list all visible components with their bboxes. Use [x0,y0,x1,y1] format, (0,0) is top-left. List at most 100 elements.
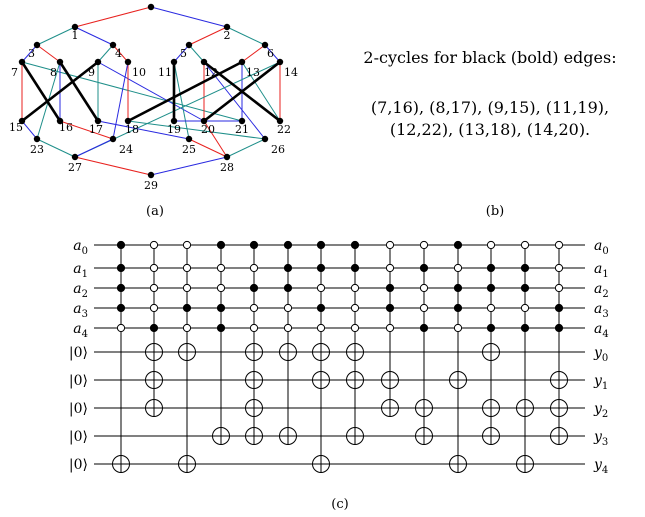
control-filled-11-1 [486,263,496,273]
node-label-18: 18 [125,123,139,136]
node-11 [170,58,178,66]
node-label-6: 6 [267,47,274,60]
node-label-29: 29 [144,179,158,192]
node-21 [238,117,246,125]
control-hollow-6-2 [316,283,326,293]
node-label-7: 7 [11,66,18,79]
control-hollow-2-1 [182,263,192,273]
edge-5-11 [173,44,190,63]
control-filled-10-0 [453,240,463,250]
control-filled-1-4 [149,323,159,333]
node-6 [261,41,269,49]
control-filled-8-3 [385,303,395,313]
control-filled-13-4 [554,323,564,333]
node-19 [170,117,178,125]
control-hollow-11-0 [486,240,496,250]
control-filled-13-3 [554,303,564,313]
node-label-19: 19 [167,123,181,136]
node-28 [223,153,231,161]
edge-4-10 [112,44,129,63]
control-hollow-13-2 [554,283,564,293]
caption-c: (c) [331,497,348,512]
control-hollow-8-1 [385,263,395,273]
node-label-12: 12 [204,66,218,79]
control-hollow-3-2 [216,283,226,293]
output-label-9: y4 [593,457,608,476]
node-label-8: 8 [50,66,57,79]
control-filled-10-2 [453,283,463,293]
control-hollow-12-0 [520,240,530,250]
control-filled-7-1 [350,263,360,273]
node-15 [18,117,26,125]
control-hollow-2-2 [182,283,192,293]
cycles-heading: 2-cycles for black (bold) edges: [363,48,617,67]
edge-2-6 [226,26,266,46]
control-filled-9-1 [419,263,429,273]
edge-14-20 [203,60,281,123]
control-hollow-4-4 [249,323,259,333]
edge-13-18 [127,60,243,123]
node-29 [147,171,155,179]
node-label-10: 10 [132,66,146,79]
control-hollow-9-3 [419,303,429,313]
edge-11-25 [173,61,190,140]
control-filled-10-3 [453,303,463,313]
node-5 [185,41,193,49]
edge-27-29 [74,156,152,176]
edge-28-29 [150,156,228,176]
node-10 [124,58,132,66]
control-filled-7-0 [350,240,360,250]
control-hollow-7-4 [350,323,360,333]
control-hollow-1-2 [149,283,159,293]
node-label-23: 23 [30,143,44,156]
input-label-7: |0⟩ [69,401,88,417]
node-label-24: 24 [119,143,133,156]
node-3 [33,41,41,49]
input-label-2: a2 [73,281,88,300]
edge-1-3 [36,26,76,46]
node-27 [71,153,79,161]
control-filled-6-3 [316,303,326,313]
cycles-line-1: (7,16), (8,17), (9,15), (11,19), [370,98,610,117]
control-hollow-9-2 [419,283,429,293]
node-4 [109,41,117,49]
control-filled-0-2 [116,283,126,293]
input-label-3: a3 [73,301,88,320]
node-label-26: 26 [271,143,285,156]
node-label-14: 14 [284,66,298,79]
node-17 [94,117,102,125]
control-hollow-1-3 [149,303,159,313]
node-25 [185,135,193,143]
control-hollow-5-4 [283,323,293,333]
edge-5-12 [188,44,205,63]
edge-20-28 [203,120,228,158]
edge-15-23 [21,120,38,140]
node-label-9: 9 [88,66,95,79]
node-label-0: 0 [148,0,155,2]
edge-18-26 [127,120,266,140]
node-16 [56,117,64,125]
edge-16-24 [59,120,114,140]
edge-25-28 [188,138,228,158]
edge-23-27 [36,138,76,158]
node-18 [124,117,132,125]
node-0 [147,3,155,11]
control-hollow-13-0 [554,240,564,250]
control-hollow-12-3 [520,303,530,313]
edge-12-26 [203,61,266,140]
node-label-28: 28 [220,161,234,174]
control-hollow-8-4 [385,323,395,333]
node-20 [200,117,208,125]
edge-6-14 [264,44,281,63]
control-hollow-9-0 [419,240,429,250]
control-hollow-5-3 [283,303,293,313]
control-hollow-6-4 [316,323,326,333]
edge-4-9 [97,44,114,63]
control-hollow-10-1 [453,263,463,273]
output-label-3: a3 [594,301,609,320]
node-label-3: 3 [28,47,35,60]
input-label-1: a1 [73,261,88,280]
control-filled-5-0 [283,240,293,250]
edge-6-13 [241,44,266,63]
node-1 [71,23,79,31]
